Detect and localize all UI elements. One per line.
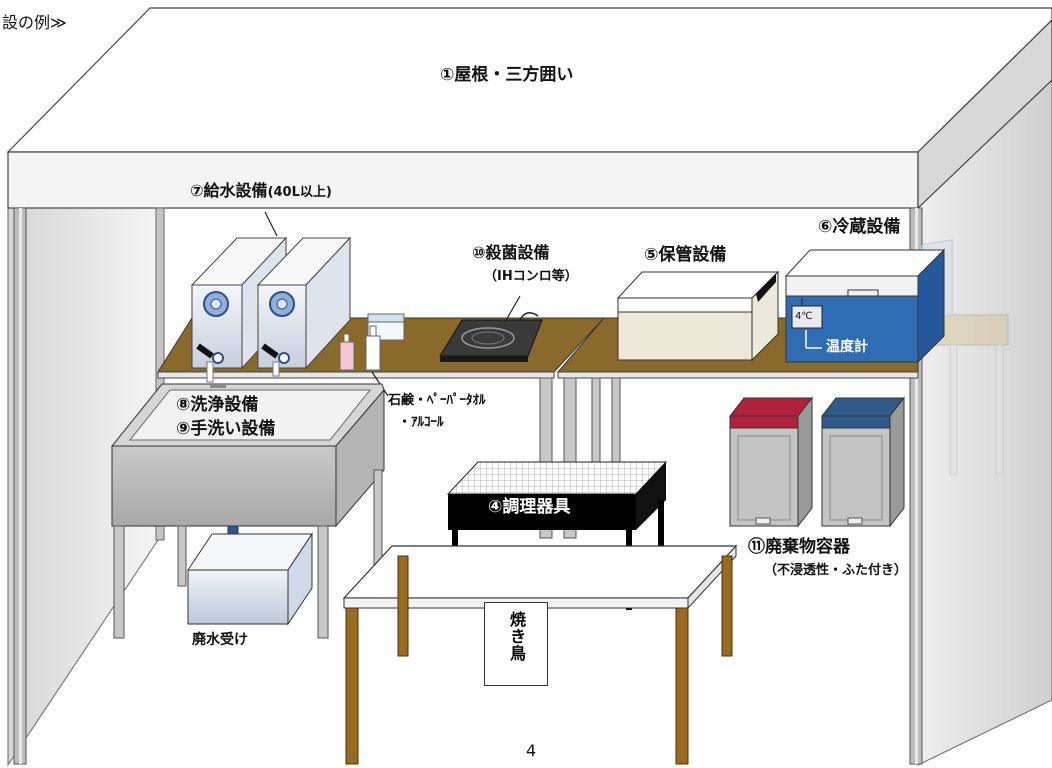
label-waste-bins: ⑪廃棄物容器 xyxy=(748,537,850,557)
food-sign-text: 焼き鳥 xyxy=(507,611,526,662)
label-sterilizer: ⑩殺菌設備 xyxy=(472,243,550,262)
sink xyxy=(110,383,385,639)
label-soap-line1: 石鹸・ﾍﾟｰﾊﾟｰﾀｵﾙ xyxy=(388,393,486,408)
food-sign: 焼き鳥 xyxy=(484,602,548,686)
label-waste-bins-note: （不浸透性・ふた付き） xyxy=(764,563,908,578)
label-drain: 廃水受け xyxy=(192,632,248,648)
drain-tank xyxy=(187,532,313,626)
label-water-supply-text: ⑦給水設備 xyxy=(190,181,268,200)
page-heading: 設の例≫ xyxy=(2,13,67,32)
page-number: 4 xyxy=(526,741,537,760)
ih-cooker xyxy=(439,295,543,362)
refrigerator xyxy=(784,248,946,364)
soap-set xyxy=(339,313,405,397)
label-water-supply-note: (40L以上) xyxy=(267,185,332,200)
soap-bottle xyxy=(339,341,355,371)
front-table-leg xyxy=(345,607,359,765)
side-beam xyxy=(917,19,1052,210)
front-beam xyxy=(7,151,919,209)
label-cookware: ④調理器具 xyxy=(488,497,571,517)
label-soap-line2: ・ｱﾙｺｰﾙ xyxy=(398,415,444,430)
waste-bins xyxy=(728,396,906,528)
label-sterilizer-note: （IHコンロ等） xyxy=(484,269,578,284)
alcohol-bottle xyxy=(365,335,381,371)
water-tanks xyxy=(190,211,352,383)
label-water-supply: ⑦給水設備(40L以上) xyxy=(190,181,332,201)
waste-bin-blue xyxy=(820,396,906,528)
label-handwash: ⑨手洗い設備 xyxy=(176,419,276,439)
thermometer-display xyxy=(791,305,823,329)
label-roof: ①屋根・三方囲い xyxy=(440,65,574,85)
thermometer-reading: 4℃ xyxy=(795,311,813,322)
waste-bin-red xyxy=(728,396,814,528)
label-thermometer: 温度計 xyxy=(826,339,868,355)
label-washing: ⑧洗浄設備 xyxy=(176,395,259,415)
storage-container xyxy=(616,270,780,362)
water-tank xyxy=(256,236,352,377)
label-storage: ⑤保管設備 xyxy=(644,245,727,265)
label-refrigerator: ⑥冷蔵設備 xyxy=(818,217,901,237)
